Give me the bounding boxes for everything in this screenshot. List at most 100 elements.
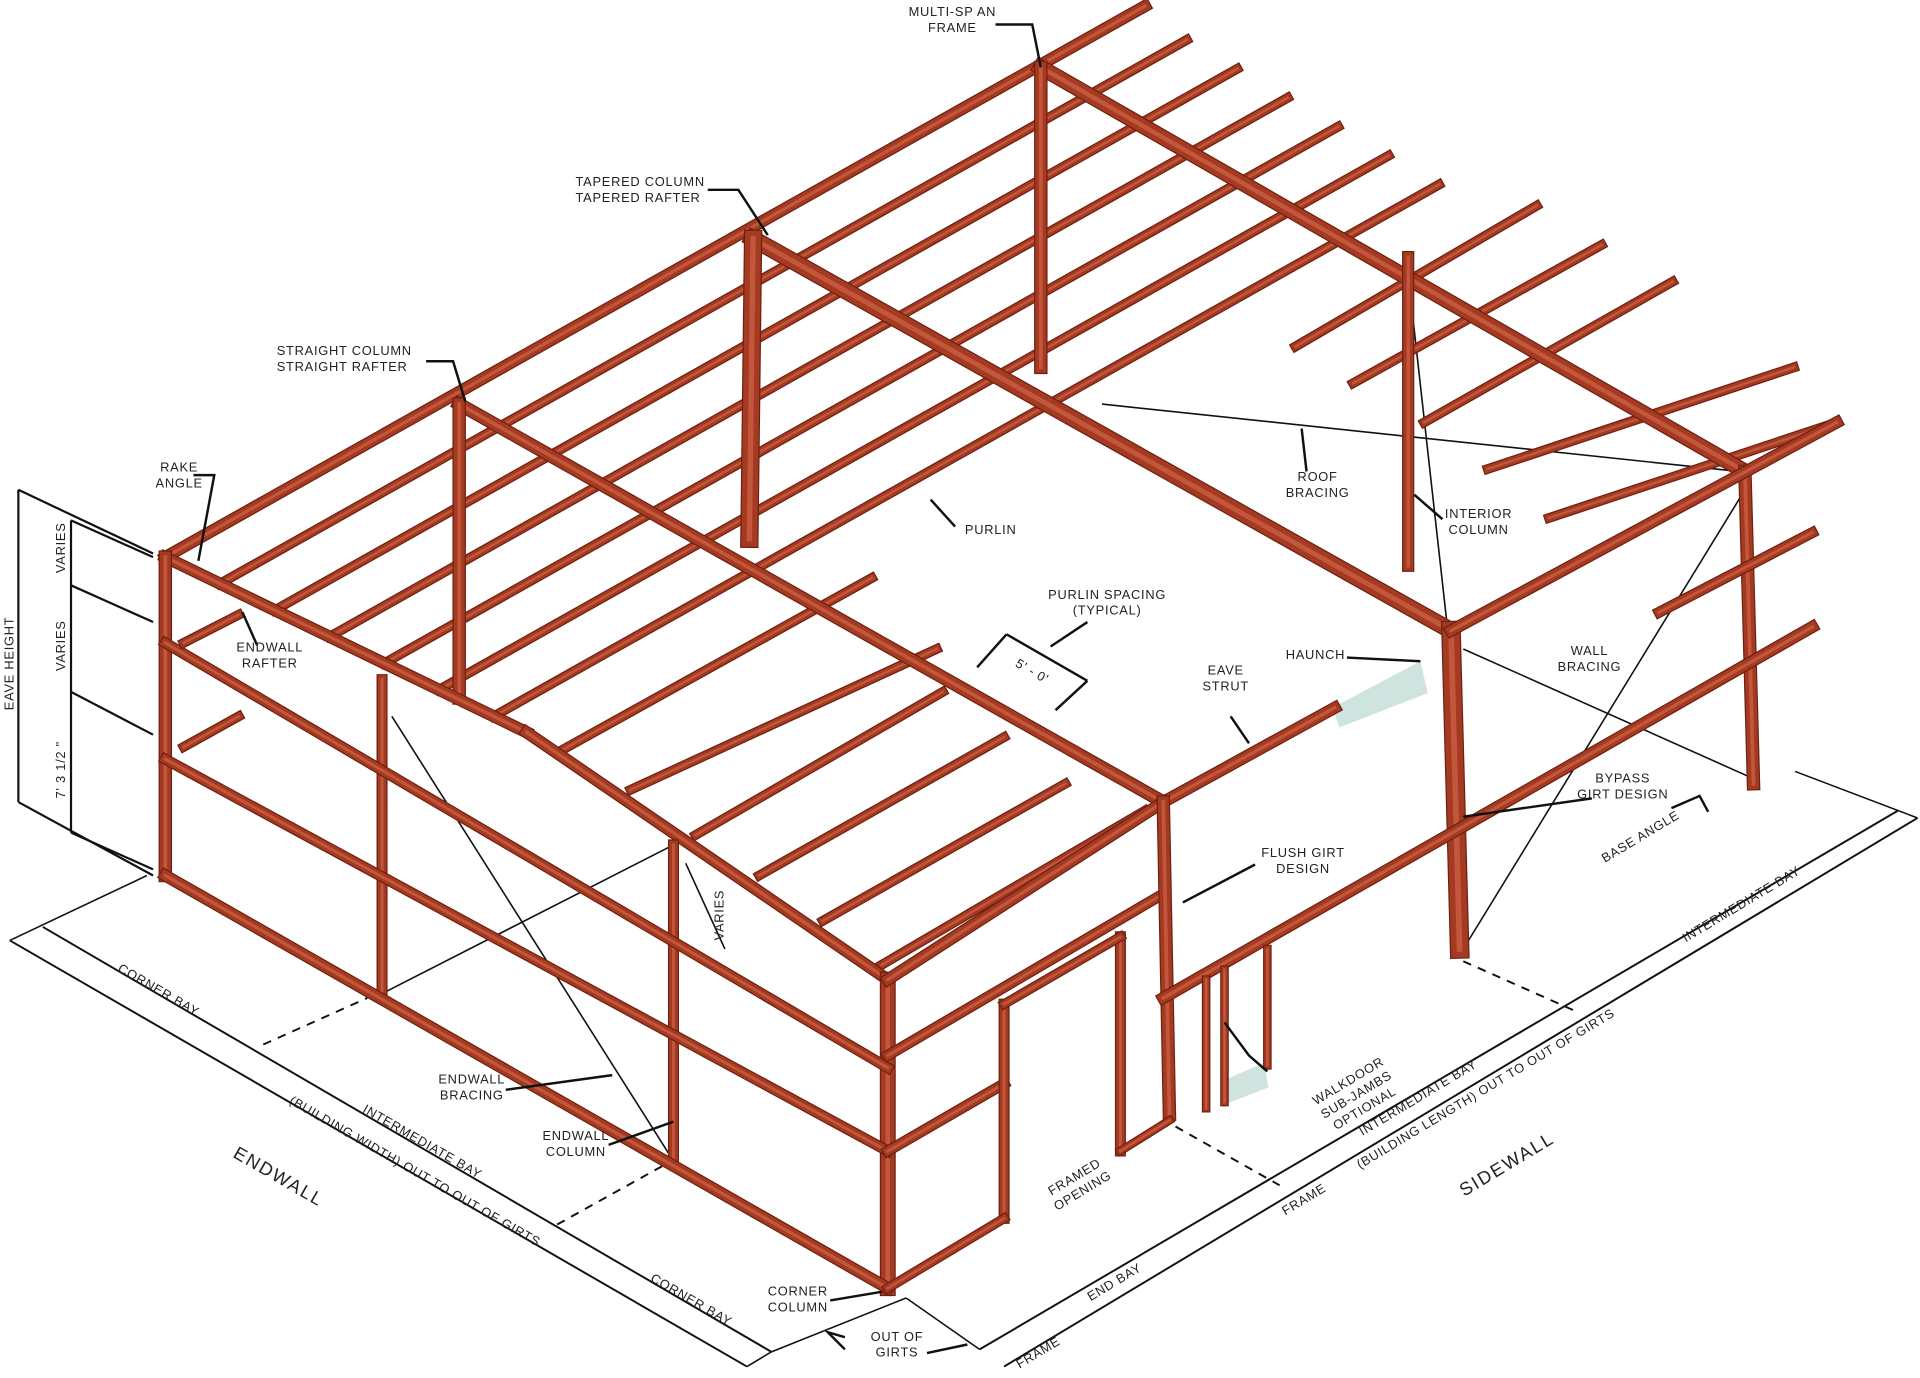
label-purlin-spacing: PURLIN SPACING(TYPICAL) (1048, 588, 1166, 620)
label-line: ENDWALL (236, 640, 304, 656)
leader-line (707, 188, 769, 236)
label-line: GIRT DESIGN (1577, 787, 1669, 803)
purlin-flange (327, 96, 1290, 639)
label-line: RAFTER (241, 656, 298, 672)
sidewall-dimension-line-outer (1003, 817, 1919, 1368)
sidewall-girt (880, 886, 1171, 1064)
endwall-rafter-flange (524, 729, 891, 982)
sidewall-girt-flange (885, 891, 1166, 1058)
leader-line (929, 498, 957, 528)
straight-rafter (450, 394, 1173, 812)
label-line: ANGLE (155, 476, 203, 492)
leader-line (823, 1329, 846, 1351)
leader-line (608, 1120, 674, 1147)
purlin-flange (1547, 420, 1839, 520)
purlin-flange (821, 782, 1067, 923)
front-eave-strut (879, 793, 1172, 989)
multi-span-frame-rafter-flange (1037, 64, 1748, 475)
purlin (377, 120, 1345, 670)
leader-line (505, 1073, 613, 1092)
label-line: COLUMN (767, 1300, 828, 1316)
label-line: ENDWALL (438, 1072, 506, 1088)
endwall-rafter (518, 723, 897, 989)
sidewall-column (1737, 464, 1761, 791)
endwall-bracing-rod (391, 715, 672, 1158)
label-varies-mid: VARIES (53, 620, 69, 672)
girt-stub (177, 709, 246, 754)
sidewall-girt (880, 1076, 1012, 1159)
purlin-spacing-dimension (1005, 633, 1088, 682)
girt-stub-flange (182, 714, 241, 749)
endwall-bracing-rod (373, 844, 674, 999)
purlin-flange (757, 735, 1006, 878)
leader-line (1182, 863, 1256, 904)
eave-strut (1442, 414, 1846, 639)
haunch-column-flange (1448, 627, 1463, 952)
framed-opening-sill (1114, 1114, 1176, 1157)
endwall-base-flange (163, 873, 890, 1291)
label-line: OUT OF (870, 1329, 924, 1345)
eave-strut-flange (1448, 420, 1839, 633)
label-line: ROOF (1297, 470, 1338, 485)
dimension-extension (17, 488, 154, 555)
label-line: BYPASS (1595, 771, 1651, 787)
multi-span-frame-rafter (1029, 56, 1756, 483)
label-line: GIRTS (875, 1345, 919, 1361)
dimension-extension (9, 874, 148, 942)
front-eave-strut-flange (885, 799, 1166, 982)
endwall-girt-flange (163, 757, 890, 1153)
label-purlin: PURLIN (964, 522, 1017, 538)
dimension-extension (70, 519, 154, 559)
purlin-flange (492, 182, 1441, 719)
bay-divider-dashed (556, 1162, 668, 1226)
label-line: ENDWALL (542, 1128, 610, 1144)
purlin-flange (382, 125, 1340, 665)
label-line: PURLIN SPACING (1048, 587, 1167, 603)
purlin (322, 91, 1295, 644)
label-line: MULTI-SP AN (908, 4, 997, 20)
purlin (1542, 416, 1843, 525)
label-line: STRAIGHT RAFTER (276, 360, 408, 375)
label-line: COLUMN (545, 1144, 606, 1160)
framed-opening-header-flange (1002, 935, 1123, 1006)
purlin (688, 685, 950, 842)
label-line: COLUMN (1448, 522, 1509, 538)
label-haunch: HAUNCH (1285, 647, 1346, 663)
roof-bracing-rod (1407, 275, 1449, 628)
label-line: BRACING (1285, 486, 1350, 501)
sidewall-base (881, 1211, 1011, 1295)
purlin (624, 642, 944, 797)
tapered-column-flange (746, 236, 756, 542)
purlin-flange (218, 38, 1189, 586)
dimension-extension (771, 1297, 907, 1353)
varies-dimension (684, 862, 726, 950)
leader-line (926, 1343, 968, 1355)
endwall-dimension-line-inner (42, 926, 772, 1353)
label-line: INTERIOR (1444, 506, 1513, 522)
dimension-extension (70, 584, 154, 624)
purlin (487, 177, 1446, 724)
bay-divider-dashed (1462, 960, 1574, 1012)
leader-line (995, 23, 1043, 68)
label-line: RAKE (160, 460, 199, 476)
girt-stub-flange (182, 613, 241, 645)
label-line: TAPERED RAFTER (575, 191, 701, 206)
sidewall-dimension-line-inner (979, 809, 1899, 1351)
label-line: BRACING (439, 1088, 504, 1104)
leader-line (1229, 715, 1251, 744)
label-eave-height: EAVE HEIGHT (2, 616, 18, 711)
label-line: FLUSH GIRT (1261, 846, 1345, 861)
haunch-column (1440, 620, 1470, 960)
